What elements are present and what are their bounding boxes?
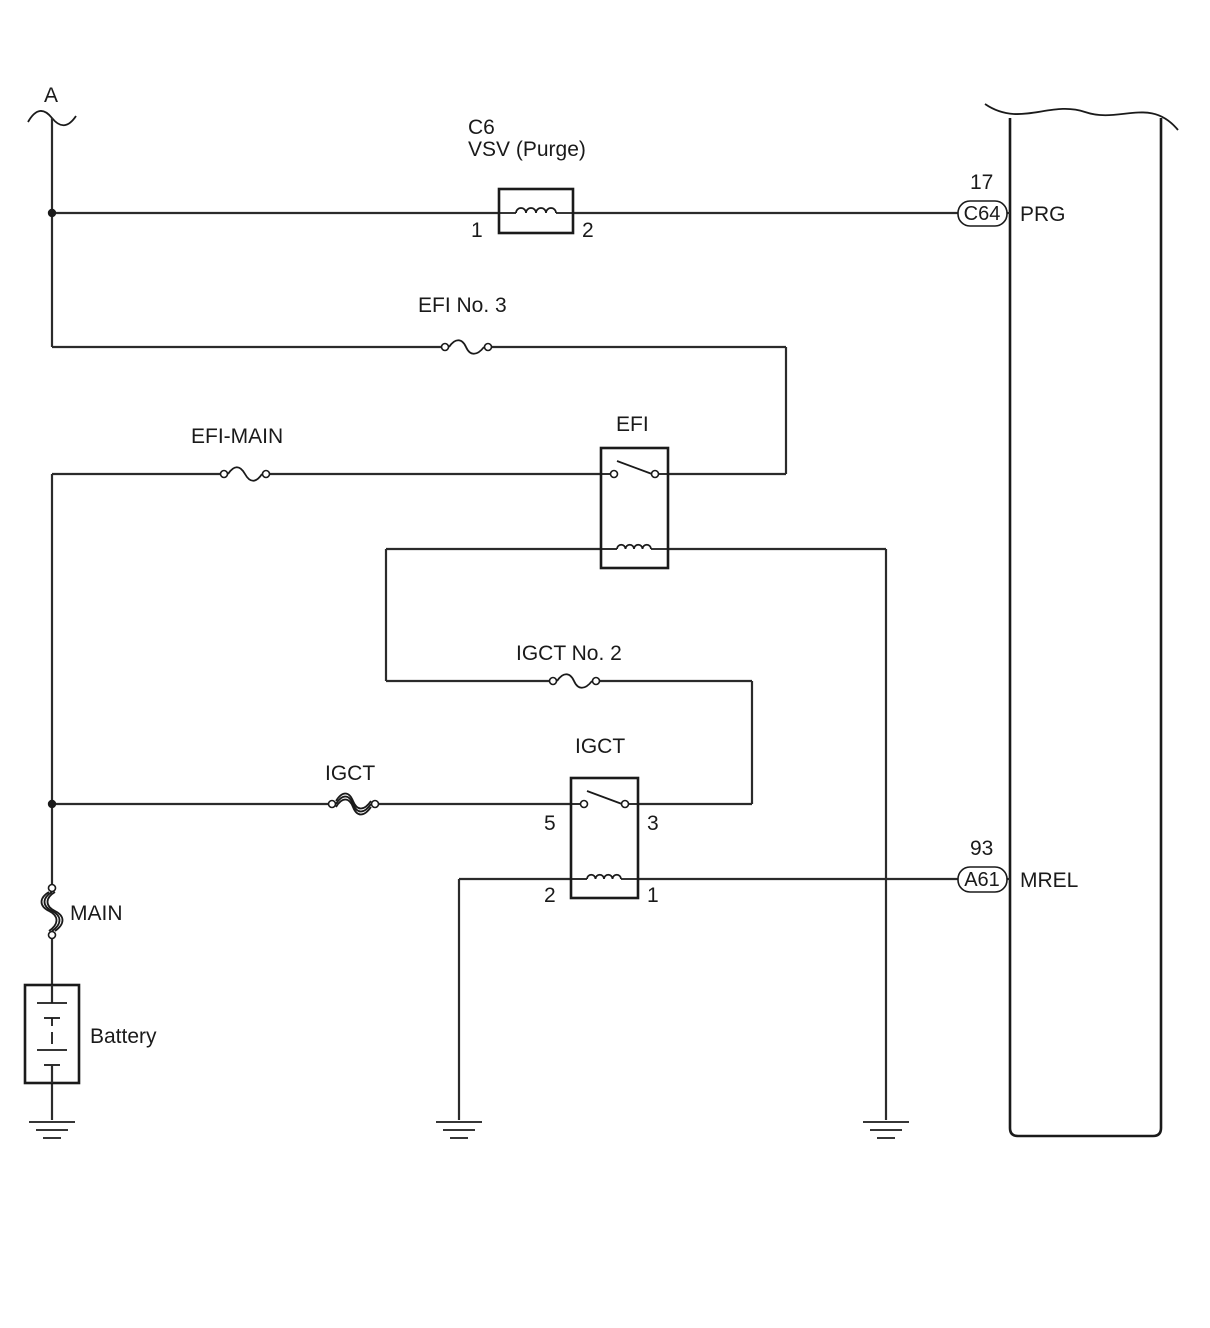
fuse-icon bbox=[548, 673, 601, 689]
battery-icon bbox=[23, 983, 81, 1085]
junction-dot bbox=[47, 799, 57, 809]
mrel-signal-name: MREL bbox=[1020, 869, 1078, 892]
fuse-main-label: MAIN bbox=[70, 902, 123, 925]
fuse-main: MAIN bbox=[40, 883, 123, 940]
fuse-efi-no3-label: EFI No. 3 bbox=[418, 294, 507, 317]
wires bbox=[50, 118, 1010, 1120]
relay-efi: EFI bbox=[599, 413, 670, 570]
ground-icon bbox=[436, 1121, 482, 1139]
relay-igct-pin-5: 5 bbox=[544, 812, 556, 835]
fuse-igct-label: IGCT bbox=[325, 762, 375, 785]
relay-igct-label: IGCT bbox=[575, 735, 625, 758]
ground-igct-relay bbox=[436, 1121, 482, 1139]
prg-connector-code: C64 bbox=[964, 203, 1001, 225]
junction-dot bbox=[47, 208, 57, 218]
relay-coil-icon bbox=[601, 543, 668, 550]
ground-battery bbox=[29, 1121, 75, 1139]
prg-signal-name: PRG bbox=[1020, 203, 1066, 226]
fuse-icon bbox=[440, 339, 493, 355]
prg-pin-number: 17 bbox=[970, 171, 993, 194]
fuse-efi-main: EFI-MAIN bbox=[191, 425, 283, 482]
ecm-break-line bbox=[984, 103, 1179, 131]
ground-icon bbox=[29, 1121, 75, 1139]
fuse-igct: IGCT bbox=[325, 762, 380, 816]
relay-igct-pin-2: 2 bbox=[544, 884, 556, 907]
fuse-efi-main-label: EFI-MAIN bbox=[191, 425, 283, 448]
ground-efi-relay bbox=[863, 1121, 909, 1139]
battery-label: Battery bbox=[90, 1025, 157, 1048]
relay-igct-pin-1: 1 bbox=[647, 884, 659, 907]
mrel-connector-code: A61 bbox=[964, 869, 1000, 891]
vsv-purge: C6 VSV (Purge) 1 2 bbox=[468, 116, 594, 242]
vsv-pin-1: 1 bbox=[471, 219, 483, 242]
fusible-link-icon bbox=[40, 883, 64, 940]
vsv-code: C6 bbox=[468, 116, 495, 139]
solenoid-coil-icon bbox=[515, 207, 557, 214]
vsv-name: VSV (Purge) bbox=[468, 138, 586, 161]
connection-point-label: A bbox=[44, 84, 58, 107]
relay-coil-icon bbox=[571, 873, 638, 880]
fuse-igct-no2: IGCT No. 2 bbox=[516, 642, 622, 689]
ecm-block bbox=[984, 103, 1179, 1138]
relay-igct-pin-3: 3 bbox=[647, 812, 659, 835]
relay-efi-label: EFI bbox=[616, 413, 649, 436]
mrel-pin-number: 93 bbox=[970, 837, 993, 860]
fusible-link-icon bbox=[327, 792, 380, 816]
battery: Battery bbox=[23, 983, 157, 1085]
relay-switch-icon bbox=[571, 790, 638, 809]
ecm-connector-mrel: 93 A61 MREL bbox=[957, 837, 1078, 893]
relay-igct: IGCT 5 3 2 1 bbox=[544, 735, 659, 907]
vsv-pin-2: 2 bbox=[582, 219, 594, 242]
relay-switch-icon bbox=[601, 460, 668, 479]
fuse-igct-no2-label: IGCT No. 2 bbox=[516, 642, 622, 665]
ground-icon bbox=[863, 1121, 909, 1139]
fuse-icon bbox=[219, 466, 271, 482]
ecm-connector-prg: 17 C64 PRG bbox=[957, 171, 1066, 227]
fuse-efi-no3: EFI No. 3 bbox=[418, 294, 507, 355]
